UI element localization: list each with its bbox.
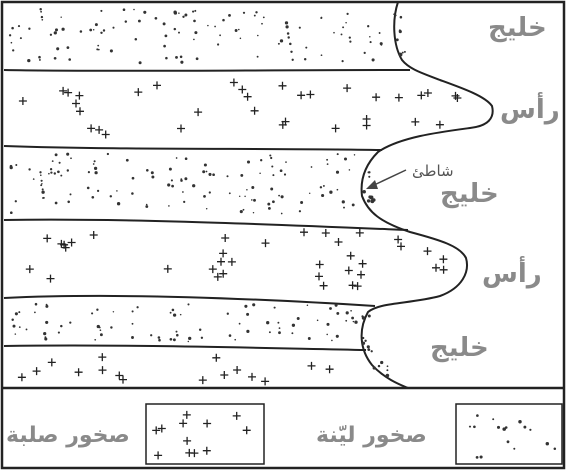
beach-dots — [361, 13, 405, 377]
label-beach: شاطئ — [412, 162, 454, 180]
label-headland-lower: رأس — [482, 256, 542, 289]
legend-hard-crosses — [152, 411, 251, 460]
layer-boundary-1 — [4, 70, 410, 71]
layer-boundary-5 — [4, 345, 366, 350]
legend: صخور صلبة صخور ليّنة — [6, 404, 562, 464]
legend-soft-label: صخور ليّنة — [316, 423, 427, 448]
label-bay-bottom: خليج — [430, 333, 489, 363]
layer-boundary-3 — [4, 220, 408, 230]
legend-soft-dots — [469, 414, 556, 458]
layer-boundary-2 — [4, 146, 382, 150]
label-headland-upper: رأس — [500, 92, 560, 125]
legend-hard-label: صخور صلبة — [6, 423, 130, 448]
label-bay-top: خليج — [488, 13, 547, 43]
beach-arrow — [366, 170, 406, 189]
hard-rock-crosses — [18, 79, 462, 386]
label-bay-middle: خليج — [440, 179, 499, 209]
soft-rock-dots — [9, 8, 383, 342]
legend-soft-swatch — [456, 404, 562, 464]
